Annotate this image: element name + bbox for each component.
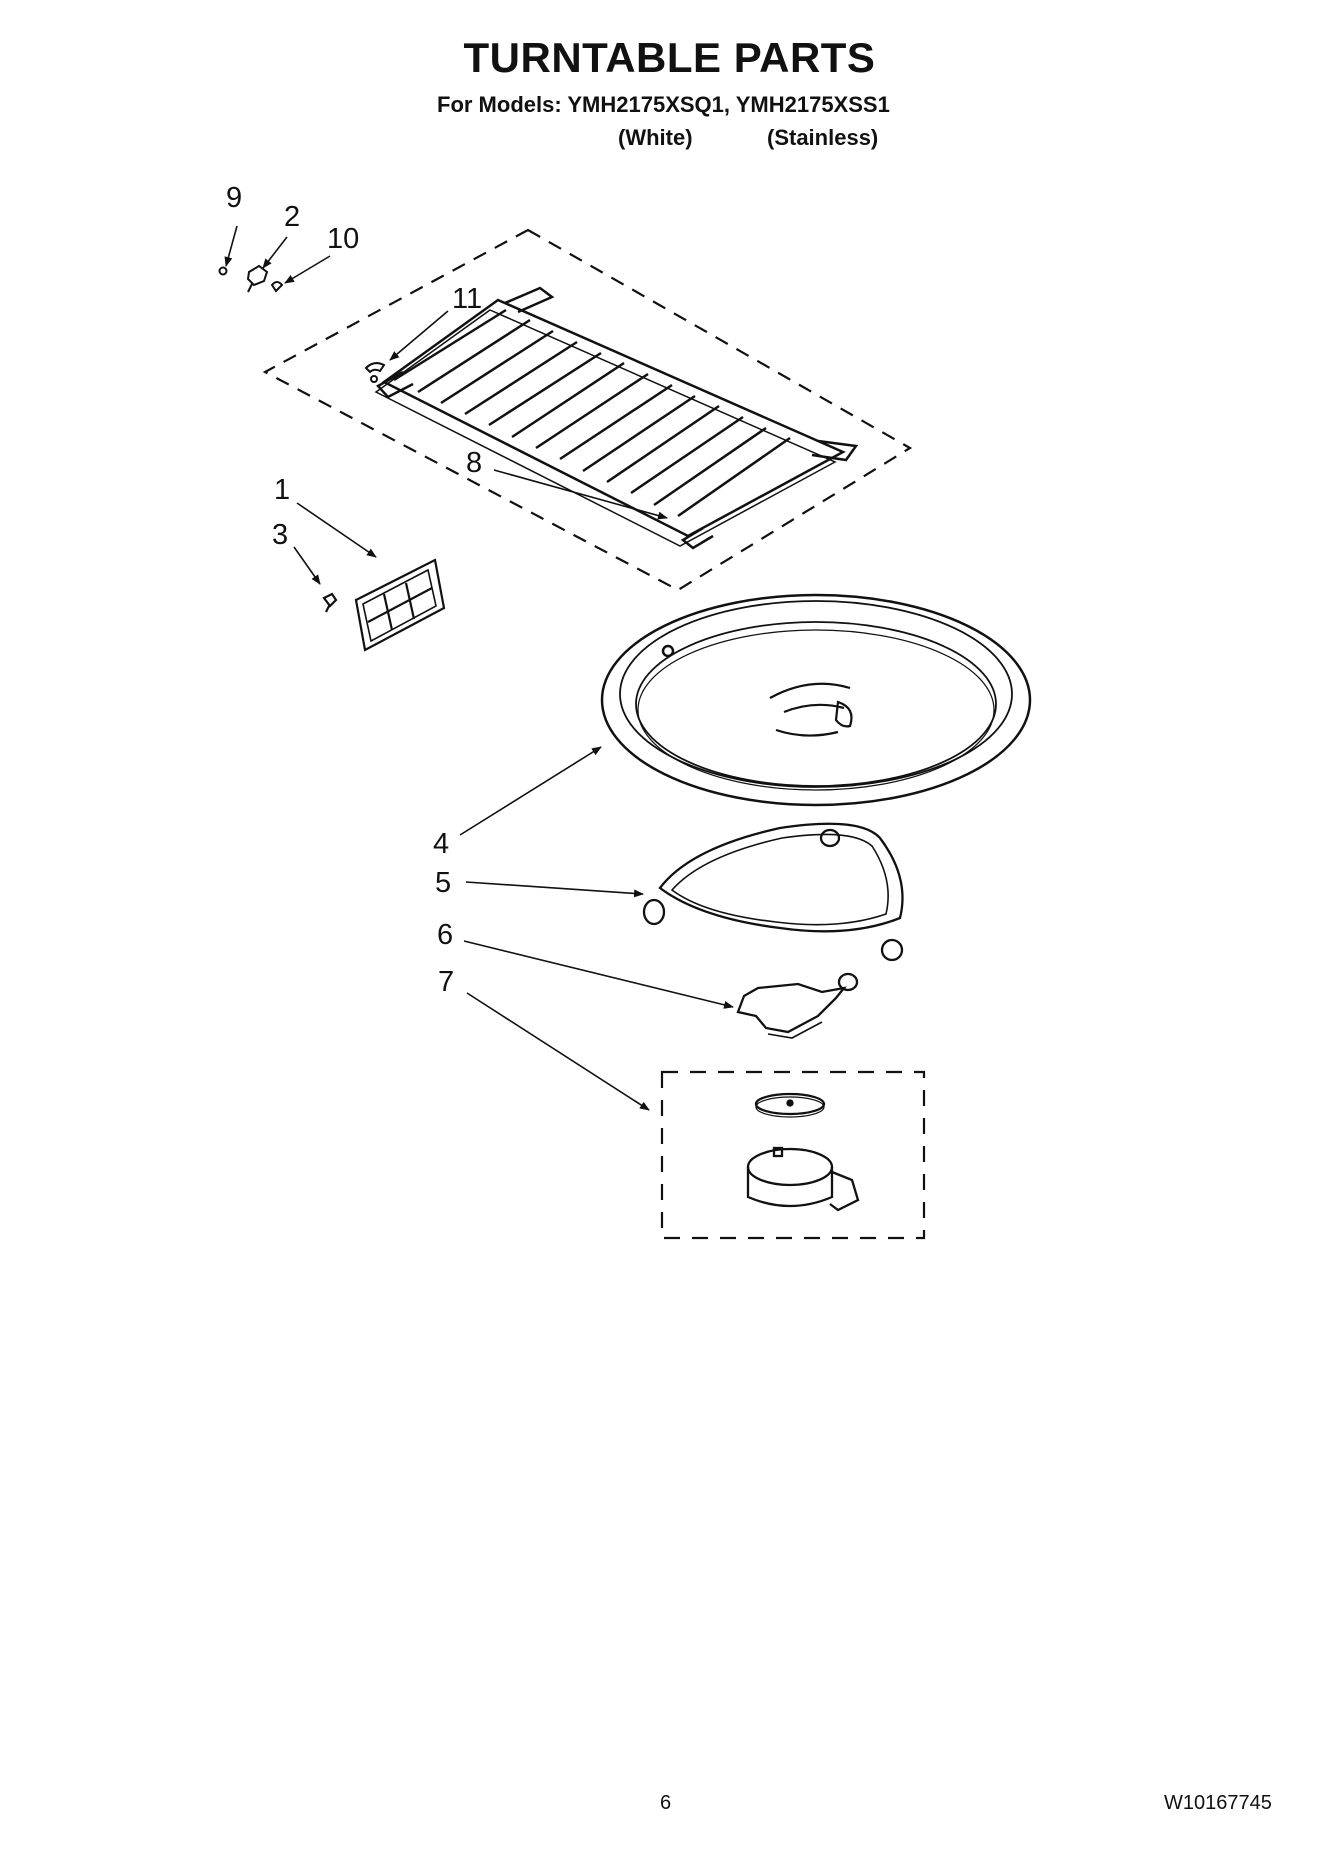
document-number: W10167745 [1164,1792,1272,1814]
callout-numbers: 9 2 10 11 8 1 3 4 5 6 7 [226,182,482,998]
callout-1: 1 [274,474,290,506]
variant-stainless: (Stainless) [767,125,879,150]
callout-6: 6 [437,919,453,951]
glass-turntable-tray [600,593,1032,807]
rack-group-dashed-box [262,228,913,592]
callout-8: 8 [466,447,482,479]
roller-ring [642,822,904,992]
filter-and-screw-parts [322,558,446,652]
callout-5: 5 [435,867,451,899]
page-number: 6 [660,1792,672,1814]
models-line: For Models: YMH2175XSQ1, YMH2175XSS1 [437,92,890,117]
wire-rack-part [374,286,859,550]
small-hardware-parts [218,264,284,293]
callout-10: 10 [327,223,359,255]
callout-11: 11 [452,283,482,315]
callout-7: 7 [438,966,454,998]
callout-3: 3 [272,519,288,551]
callout-9: 9 [226,182,242,214]
variant-white: (White) [618,125,693,150]
callout-4: 4 [433,828,449,860]
turntable-motor [746,1092,860,1212]
page-title: TURNTABLE PARTS [463,34,876,81]
callout-2: 2 [284,201,300,233]
motor-group-dashed-box [660,1070,926,1240]
turntable-coupler [736,982,847,1039]
callout-leader-lines [224,225,734,1111]
part-11-clip [364,362,386,383]
